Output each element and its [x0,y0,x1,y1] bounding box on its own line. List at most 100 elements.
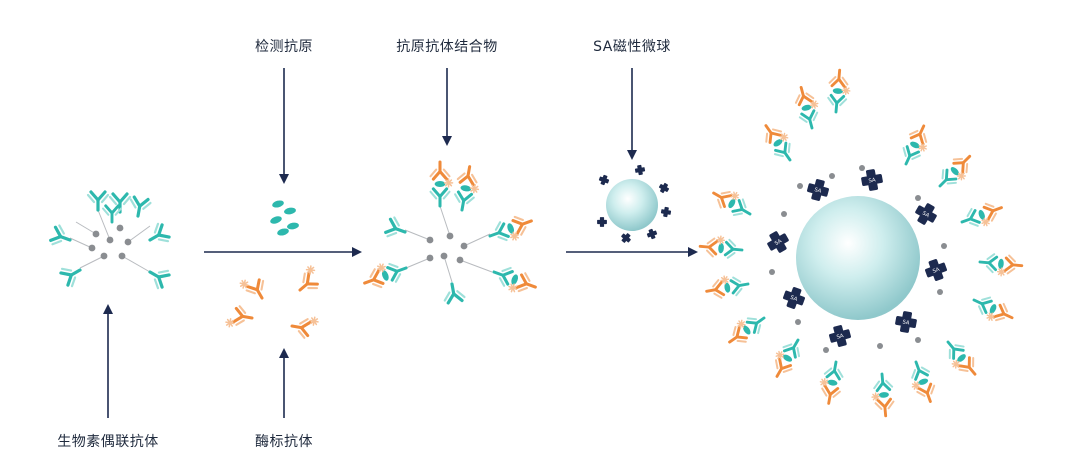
antibody-icon [745,316,766,335]
antigen-icon [957,354,966,363]
antibody-icon [823,360,844,381]
enzyme-antibody-icon [456,165,480,194]
enzyme-antibody-icon [239,278,265,300]
starburst-enzyme-icon [716,235,726,245]
streptavidin-icon [597,217,607,227]
starburst-enzyme-icon [239,279,249,289]
captured-complex-icon [712,190,752,217]
starburst-enzyme-icon [996,267,1006,277]
antigen-icon [270,216,282,224]
label-sa-beads: SA磁性微球 [593,39,671,55]
antibody-icon [773,141,792,162]
antigen-icon [718,243,724,254]
biotin-node-icon [937,289,943,295]
antibody-icon [946,340,965,360]
sa-tag: SA [836,333,845,341]
enzyme-antibody-icon [986,302,1014,322]
enzyme-antibody-icon [363,263,386,289]
starburst-enzyme-icon [736,319,746,329]
sa-tag: SA [868,177,876,184]
biotin-node-icon [456,256,464,264]
antigen-icon [950,167,959,176]
antigen-icon [978,209,985,220]
biotin-node-icon [88,244,96,252]
captured-complex-icon [705,275,750,299]
starburst-enzyme-icon [819,378,829,387]
enzyme-antibody-icon [774,350,793,378]
antigen-icon [434,181,446,187]
captured-complex-icon [764,124,792,162]
biotin-node-icon [941,243,947,249]
enzyme-antibody-icon [819,378,841,405]
antigen-icon [724,282,731,293]
antigen-icon [773,139,783,147]
streptavidin-icon: SA [915,203,937,225]
label-biotin-antibody: 生物素偶联抗体 [57,434,159,450]
enzyme-antibody-icon [952,154,972,181]
streptavidin-icon [598,174,610,186]
enzyme-antibody-icon [908,124,928,152]
streptavidin-icon: SA [861,169,883,191]
biotin-node-icon [769,269,775,275]
label-test-antigen: 检测抗原 [255,39,313,55]
antibody-icon [49,224,72,246]
biotin-node-icon [915,195,921,201]
antigen-icon [381,270,389,281]
captured-complex-icon [819,360,844,405]
antigen-icon [878,392,889,398]
antibody-icon [129,195,152,218]
antibody-icon [960,207,981,227]
starburst-enzyme-icon [951,359,961,369]
biotin-node-icon [106,236,114,244]
enzyme-antibody-icon [764,124,789,144]
starburst-enzyme-icon [305,265,316,275]
captured-complex-icon [972,296,1014,322]
captured-complex-icon [978,253,1024,277]
biotin-node-icon [460,242,468,250]
captured-complex-icon [454,165,480,212]
antibody-icon [443,282,466,305]
captured-complex-icon [960,202,1003,227]
enzyme-antibody-icon [981,202,1003,227]
enzyme-antibody-icon [712,190,740,209]
starburst-enzyme-icon [775,350,785,360]
enzyme-antibody-icon [996,254,1024,277]
sa-bead-small [597,164,672,243]
biotin-node-icon [440,252,448,260]
starburst-enzyme-icon [918,143,927,152]
biotin-node-icon [781,211,787,217]
captured-complex-icon [902,124,928,166]
antibody-icon [492,266,514,287]
antigen-icon [507,223,515,234]
biotin-node-icon [92,230,100,238]
antigen-icon [743,325,751,335]
antigen-icon [277,228,289,236]
antibody-icon [429,187,451,208]
captured-complex-icon [871,372,895,418]
antigen-icon [918,378,929,385]
streptavidin-icon [621,233,631,243]
biotin-node-icon [877,343,883,349]
antibody-icon [102,204,122,224]
biotin-node-icon [823,347,829,353]
antibody-icon [798,109,819,130]
streptavidin-icon: SA [829,325,851,347]
flow-arrows [103,68,698,418]
starburst-enzyme-icon [871,392,881,402]
captured-complex-icon [938,154,972,188]
antibody-icon [938,168,958,188]
biotin-node-icon [859,165,865,171]
enzyme-antibody-icon [290,316,319,339]
antibody-icon [454,190,475,212]
streptavidin-icon [660,206,672,218]
antibody-icon [723,238,744,259]
biotin-antibody-cluster [49,190,171,290]
biotin-node-icon [118,252,126,260]
captured-complex-icon [827,68,851,114]
antibody-icon [488,221,510,242]
enzyme-antibody-icon [871,392,895,418]
enzyme-antibody-icon [705,275,730,299]
label-complex: 抗原抗体结合物 [396,39,498,55]
